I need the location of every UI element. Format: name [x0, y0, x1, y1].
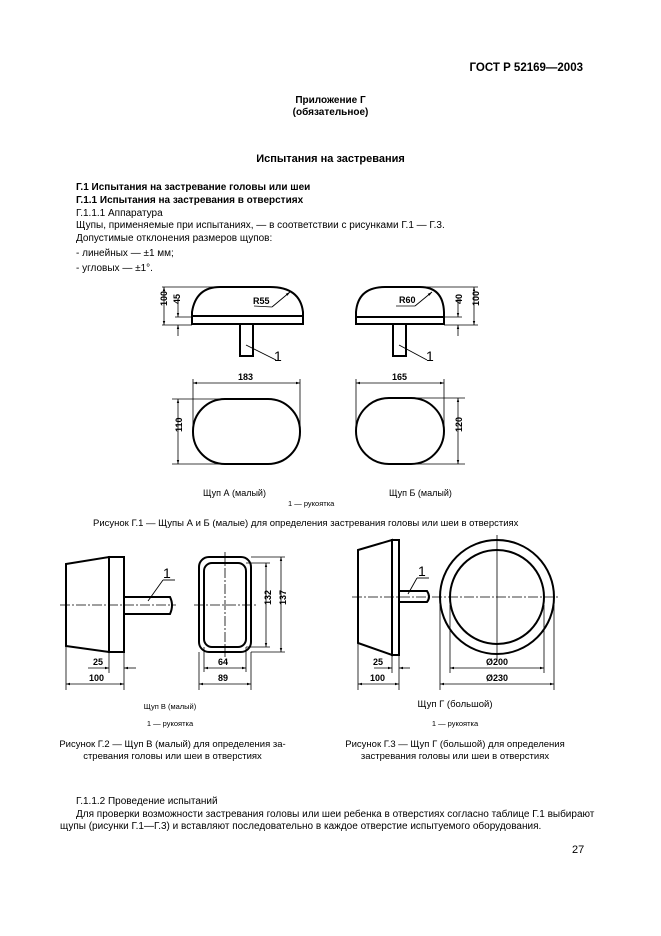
procedure-heading: Г.1.1.2 Проведение испытаний	[76, 796, 218, 807]
heading-g1: Г.1 Испытания на застревание головы или …	[76, 182, 311, 193]
paragraph-probes: Щупы, применяемые при испытаниях, — в со…	[76, 220, 445, 231]
dim-a-height-100: 100	[159, 291, 169, 306]
probe-b-label: Щуп Б (малый)	[389, 488, 452, 498]
probe-a-top-view	[172, 379, 301, 465]
callout-1-v: 1	[163, 565, 171, 581]
figure2-caption-line1: Рисунок Г.2 — Щуп В (малый) для определе…	[59, 739, 286, 750]
paragraph-tolerances: Допустимые отклонения размеров щупов:	[76, 233, 273, 244]
figure3-caption-line1: Рисунок Г.3 — Щуп Г (большой) для опреде…	[345, 739, 565, 750]
page-number: 27	[572, 844, 585, 856]
dim-v-89: 89	[218, 673, 228, 683]
section-title: Испытания на застревания	[256, 153, 405, 165]
figure1-caption: Рисунок Г.1 — Щупы А и Б (малые) для опр…	[93, 518, 519, 529]
dim-g-100: 100	[370, 673, 385, 683]
dim-v-132: 132	[263, 590, 273, 605]
heading-g111: Г.1.1.1 Аппаратура	[76, 208, 163, 219]
heading-g11: Г.1.1 Испытания на застревания в отверст…	[76, 195, 304, 206]
figure3-legend: 1 — рукоятка	[431, 719, 479, 728]
dim-b-radius: R60	[399, 295, 416, 305]
probe-g-label: Щуп Г (большой)	[417, 699, 493, 710]
procedure-paragraph-line2: щупы (рисунки Г.1—Г.3) и вставляют после…	[60, 821, 542, 832]
probe-g-front-view	[439, 535, 555, 690]
probe-a-side-view	[162, 286, 304, 361]
procedure-paragraph-line1: Для проверки возможности застревания гол…	[76, 809, 595, 820]
figure2-caption-line2: стревания головы или шеи в отверстиях	[83, 751, 262, 762]
dim-v-25: 25	[93, 657, 103, 667]
dim-a-depth: 110	[174, 417, 184, 432]
probe-g-side-view	[352, 538, 560, 690]
callout-1-a: 1	[274, 348, 282, 364]
figure3-caption: Рисунок Г.3 — Щуп Г (большой) для опреде…	[320, 739, 590, 763]
dim-a-radius: R55	[253, 296, 270, 306]
dim-b-depth: 120	[454, 417, 464, 432]
probe-b-top-view	[355, 379, 465, 465]
figure2-legend: 1 — рукоятка	[146, 719, 194, 728]
dim-b-width: 165	[392, 372, 407, 382]
probe-v-side-view	[60, 555, 176, 690]
figure1-legend: 1 — рукоятка	[288, 499, 335, 508]
dim-g-200: Ø200	[486, 657, 508, 667]
dim-v-64: 64	[218, 657, 228, 667]
list-item-linear: - линейных — ±1 мм;	[76, 248, 174, 259]
dim-b-height-40: 40	[454, 294, 464, 304]
probe-a-label: Щуп А (малый)	[203, 488, 266, 498]
probe-b-side-view	[355, 286, 478, 361]
standard-number: ГОСТ Р 52169—2003	[469, 62, 583, 74]
figure3-caption-line2: застревания головы или шеи в отверстиях	[360, 751, 550, 762]
dim-v-100: 100	[89, 673, 104, 683]
dim-g-230: Ø230	[486, 673, 508, 683]
dim-v-137: 137	[278, 590, 288, 605]
appendix-subtitle: (обязательное)	[292, 107, 369, 118]
probe-v-front-view	[194, 552, 285, 690]
list-item-angular: - угловых — ±1°.	[76, 263, 153, 274]
dim-a-width: 183	[238, 372, 253, 382]
figure2-caption: Рисунок Г.2 — Щуп В (малый) для определе…	[40, 739, 305, 763]
probe-v-label: Щуп В (малый)	[143, 702, 197, 711]
callout-1-g: 1	[418, 563, 426, 579]
dim-a-height-45: 45	[172, 294, 182, 304]
appendix-title: Приложение Г	[295, 95, 366, 106]
dim-b-height-100: 100	[471, 291, 481, 306]
callout-1-b: 1	[426, 348, 434, 364]
dim-g-25: 25	[373, 657, 383, 667]
